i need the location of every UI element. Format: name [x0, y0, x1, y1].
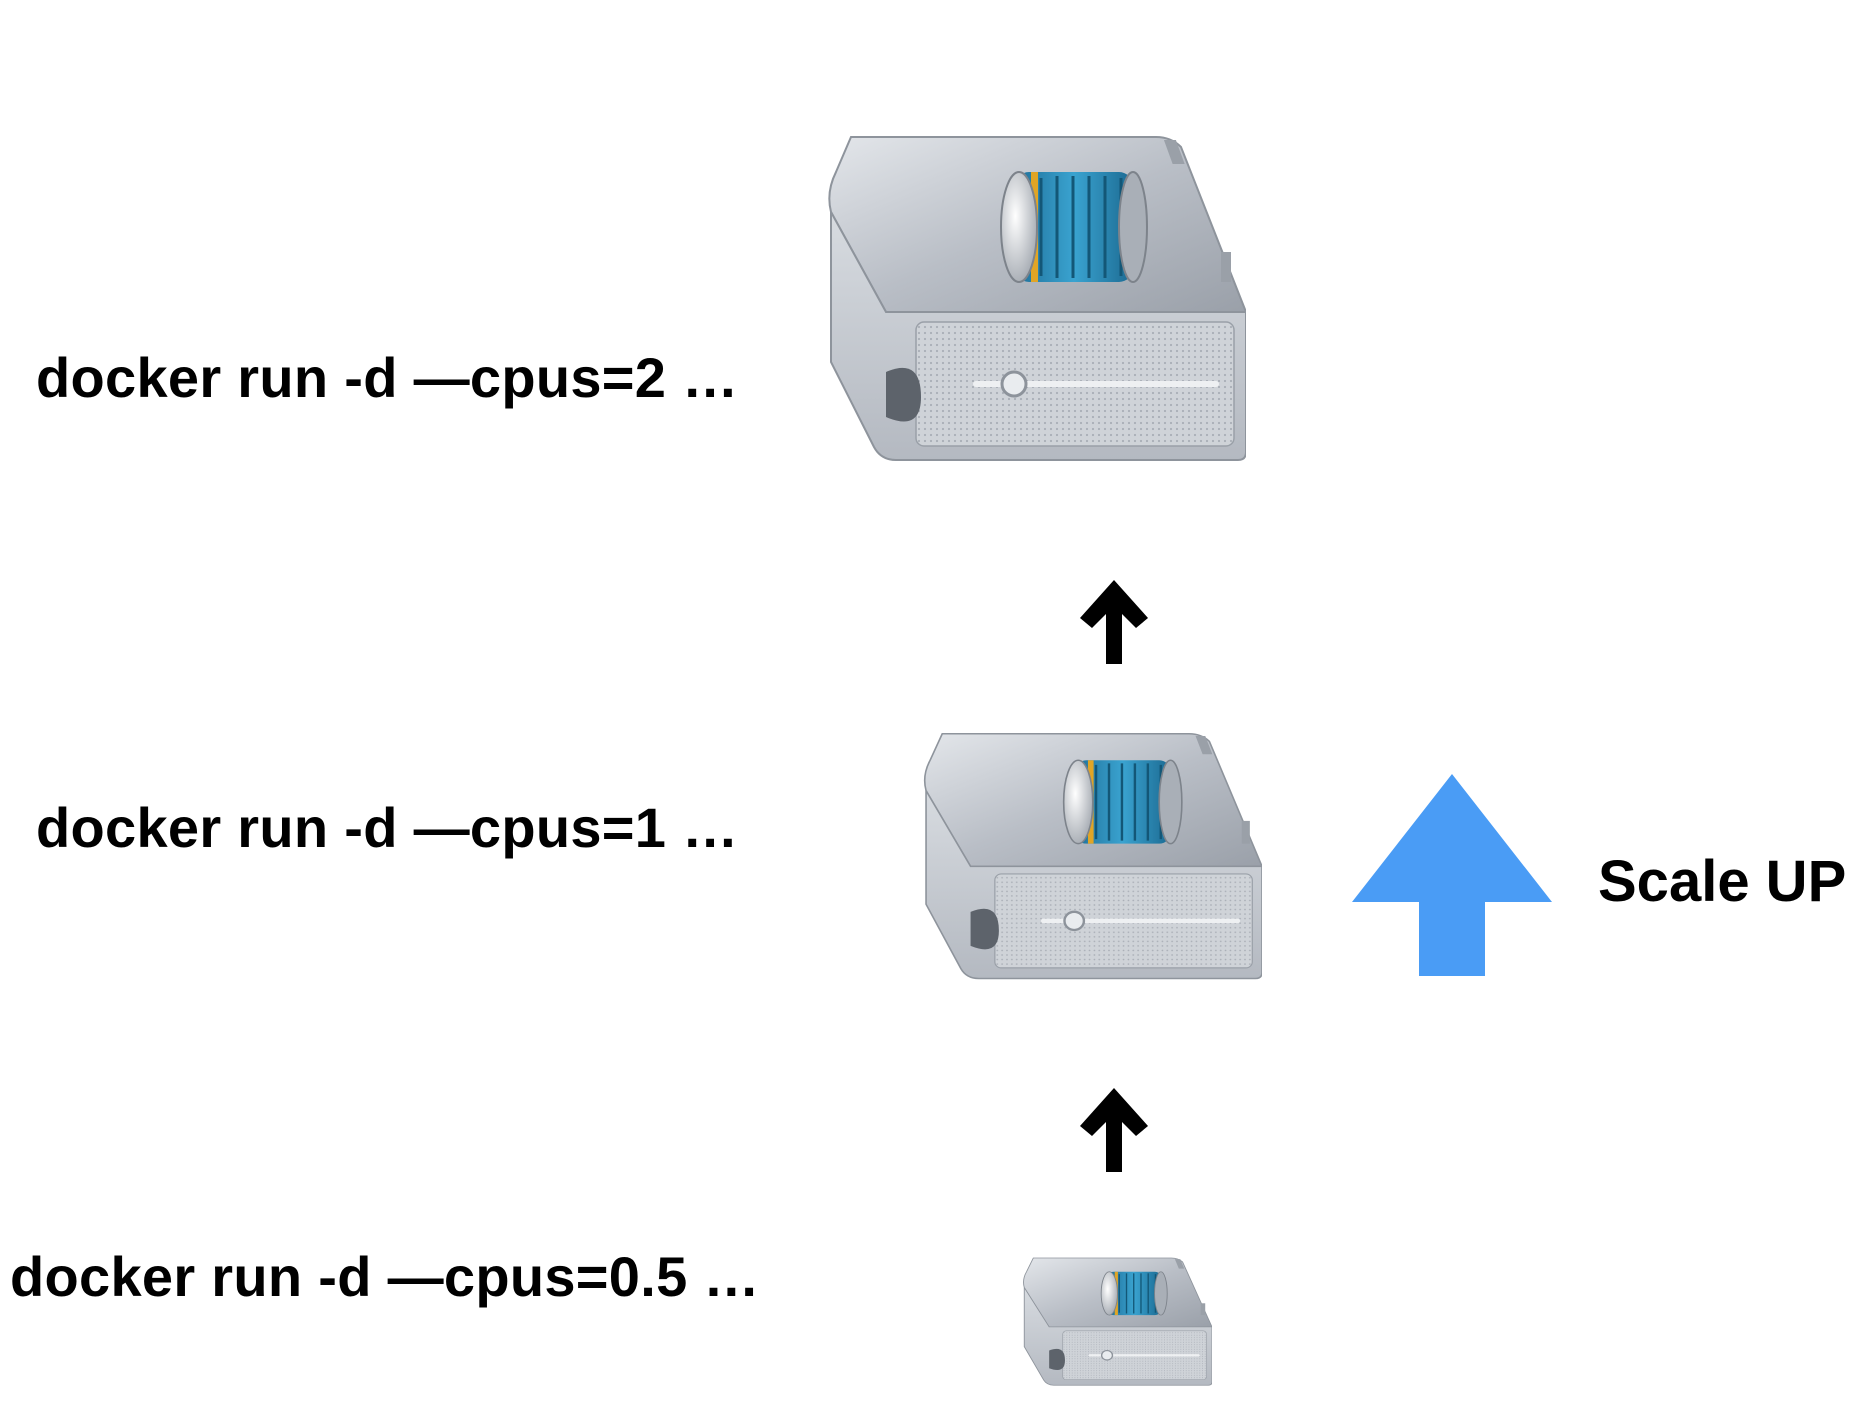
scale-up-arrow-icon: [1352, 774, 1552, 976]
arrow-up-icon: [1080, 580, 1148, 664]
server-icon: [818, 132, 1254, 462]
scale-up-label: Scale UP: [1598, 849, 1847, 914]
arrow-up-icon: [1080, 1088, 1148, 1172]
command-label-cpus-1: docker run -d —cpus=1 …: [36, 796, 739, 859]
server-icon: [922, 730, 1262, 980]
command-label-cpus-2: docker run -d —cpus=2 …: [36, 346, 739, 409]
command-label-cpus-0-5: docker run -d —cpus=0.5 …: [10, 1245, 760, 1308]
server-icon: [1022, 1256, 1212, 1386]
